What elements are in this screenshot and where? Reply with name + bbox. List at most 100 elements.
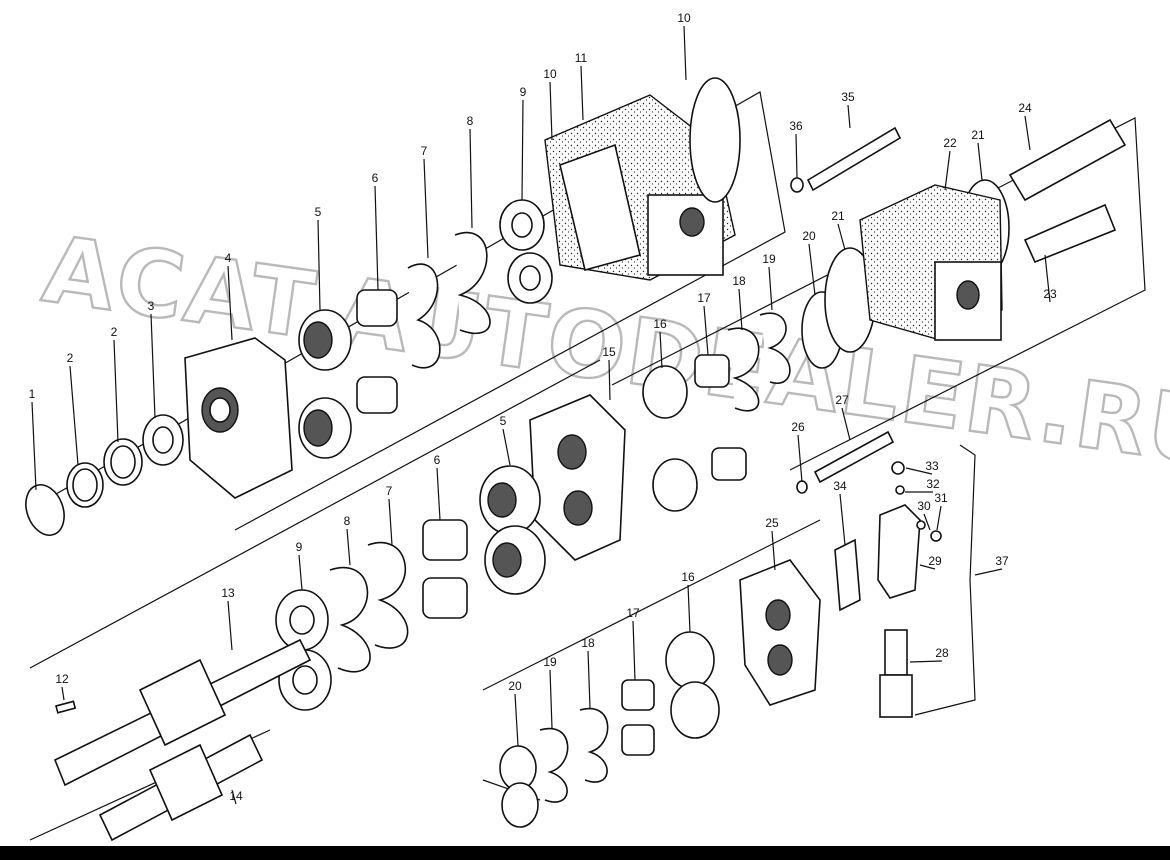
callout-leader-line xyxy=(659,331,663,369)
callout-label: 10 xyxy=(543,67,557,81)
needle-bushing xyxy=(621,724,655,756)
callout-leader-line xyxy=(502,428,511,466)
seal-ring xyxy=(895,485,905,495)
plug xyxy=(891,461,905,475)
lower-left-parts xyxy=(53,465,546,842)
callout-leader-line xyxy=(227,600,233,651)
valve-fitting xyxy=(884,629,908,676)
gasket xyxy=(539,727,569,803)
callout-label: 6 xyxy=(372,171,379,185)
callout-leader-line xyxy=(436,467,441,521)
callout-leader-line xyxy=(1044,254,1051,303)
callout-leader-line xyxy=(771,530,776,571)
callout-leader-line xyxy=(797,434,803,483)
circlip xyxy=(25,484,65,536)
callout-leader-line xyxy=(31,401,37,491)
callout-label: 13 xyxy=(221,586,235,600)
callout-leader-line xyxy=(738,288,743,331)
callout-leader-line xyxy=(768,266,773,311)
gasket xyxy=(454,231,491,335)
callout-label: 8 xyxy=(467,114,474,128)
callout-label: 3 xyxy=(148,299,155,313)
callout-label: 36 xyxy=(789,119,803,133)
valve-fitting-body xyxy=(879,674,913,718)
seal-plate xyxy=(727,327,760,412)
valve-gasket xyxy=(834,538,861,612)
callout-label: 29 xyxy=(928,554,942,568)
callout-leader-line xyxy=(632,620,636,681)
callout-leader-line xyxy=(587,650,591,709)
callout-leader-line xyxy=(608,359,611,401)
callout-label: 18 xyxy=(581,636,595,650)
callout-label: 2 xyxy=(111,325,118,339)
callout-label: 1 xyxy=(29,387,36,401)
callout-label: 19 xyxy=(762,252,776,266)
callout-leader-line xyxy=(150,313,156,419)
callout-label: 21 xyxy=(831,209,845,223)
callout-label: 4 xyxy=(225,251,232,265)
callout-leader-line xyxy=(227,265,233,341)
callout-leader-line xyxy=(231,789,237,805)
callout-leader-line xyxy=(549,81,553,141)
callout-label: 17 xyxy=(697,291,711,305)
bearing xyxy=(670,681,720,739)
callout-leader-line xyxy=(469,128,473,229)
callout-label: 10 xyxy=(677,11,691,25)
seal-plate xyxy=(367,542,409,649)
callout-label: 32 xyxy=(926,477,940,491)
callout-label: 28 xyxy=(935,646,949,660)
callout-leader-line xyxy=(687,584,691,633)
callout-leader-line xyxy=(1024,115,1031,151)
key xyxy=(55,700,77,714)
needle-bushing xyxy=(422,577,468,619)
callout-label: 18 xyxy=(732,274,746,288)
o-ring xyxy=(689,77,741,203)
bolt xyxy=(806,126,902,192)
callout-label: 9 xyxy=(296,540,303,554)
callout-label: 20 xyxy=(802,229,816,243)
callout-label: 17 xyxy=(626,606,640,620)
callout-leader-line xyxy=(521,99,524,201)
callout-leader-line xyxy=(61,686,65,701)
callout-leader-line xyxy=(69,365,79,466)
callout-leader-line xyxy=(808,243,816,296)
callout-leader-line xyxy=(423,158,429,259)
callout-label: 37 xyxy=(995,554,1009,568)
callout-labels: 1223456789101011121314567891516171819202… xyxy=(29,11,1057,805)
lower-right-parts xyxy=(499,430,942,828)
callout-leader-line xyxy=(919,564,936,570)
relief-valve-body xyxy=(877,504,921,599)
callout-leader-line xyxy=(580,65,584,121)
callout-label: 19 xyxy=(543,655,557,669)
callout-label: 33 xyxy=(925,459,939,473)
callout-label: 14 xyxy=(229,789,243,803)
callout-leader-line xyxy=(923,513,931,531)
front-cover xyxy=(184,337,293,499)
driven-gear-shaft xyxy=(1023,203,1117,264)
needle-bushing xyxy=(356,289,398,327)
bearing xyxy=(665,631,715,689)
needle-bushing xyxy=(422,519,468,561)
gasket xyxy=(329,567,371,673)
nut xyxy=(930,530,942,542)
end-cover xyxy=(739,559,821,706)
gasket xyxy=(759,312,791,384)
callout-leader-line xyxy=(113,339,119,443)
bolt xyxy=(813,430,895,484)
callout-leader-line xyxy=(374,185,379,291)
callout-label: 22 xyxy=(943,136,957,150)
callout-leader-line xyxy=(298,554,303,591)
callout-label: 12 xyxy=(55,672,69,686)
callout-leader-line xyxy=(317,219,321,311)
callout-label: 15 xyxy=(602,345,616,359)
callout-label: 5 xyxy=(315,205,322,219)
upper-row-parts xyxy=(25,77,741,536)
callout-leader-line xyxy=(346,528,351,566)
callout-label: 7 xyxy=(421,144,428,158)
callout-label: 11 xyxy=(575,51,588,65)
drive-gear-shaft xyxy=(1008,118,1127,202)
callout-leader-line xyxy=(944,150,951,191)
callout-leader-line xyxy=(837,223,846,251)
